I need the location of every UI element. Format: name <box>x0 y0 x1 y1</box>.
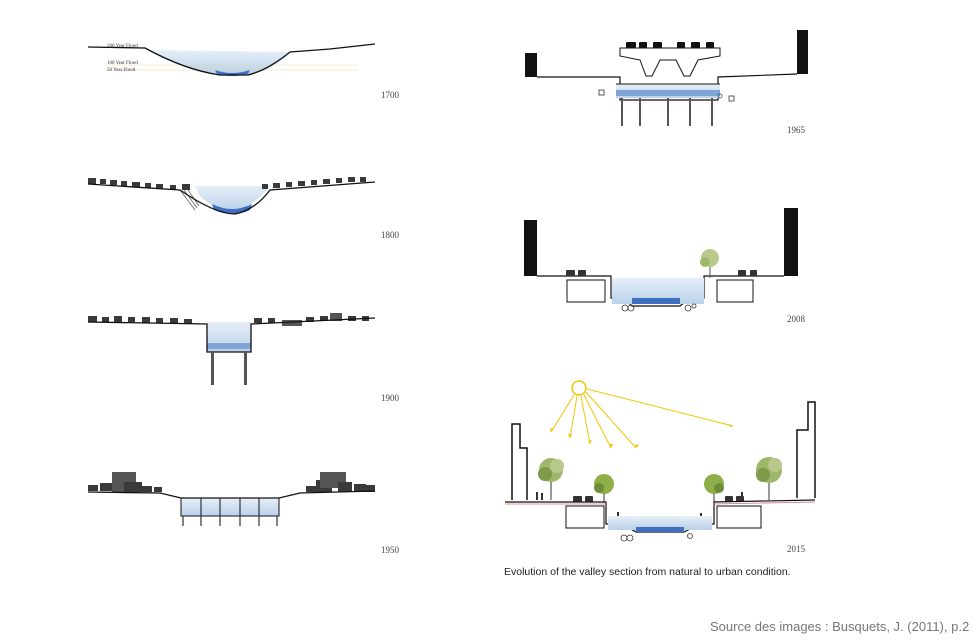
figure-caption: Evolution of the valley section from nat… <box>504 566 791 578</box>
year-label-2015: 2015 <box>787 544 806 554</box>
flood-label-200: 200 Year Flood <box>107 44 138 49</box>
year-label-1950: 1950 <box>381 545 400 555</box>
tree-icon <box>538 458 564 500</box>
year-label-1965: 1965 <box>787 125 806 135</box>
tree-icon <box>704 474 724 502</box>
tree-icon <box>756 457 782 500</box>
year-label-1700: 1700 <box>381 90 400 100</box>
sun-icon <box>571 380 587 396</box>
year-label-1800: 1800 <box>381 230 400 240</box>
year-label-1900: 1900 <box>381 393 400 403</box>
section-1900: 1900 <box>87 313 400 403</box>
year-label-2008: 2008 <box>787 314 806 324</box>
section-1950: 1950 <box>87 472 400 555</box>
tree-icon <box>594 474 614 502</box>
section-1965: 1965 <box>525 30 808 135</box>
image-source-credit: Source des images : Busquets, J. (2011),… <box>710 619 970 634</box>
flood-label-50: 50 Year Flood <box>107 68 136 73</box>
section-1800: 1800 <box>87 177 400 240</box>
section-1700: 200 Year Flood 100 Year Flood 50 Year Fl… <box>87 43 400 100</box>
section-2008: 2008 <box>524 208 806 324</box>
flood-label-100: 100 Year Flood <box>107 61 138 66</box>
section-2015: 2015 <box>505 380 816 554</box>
